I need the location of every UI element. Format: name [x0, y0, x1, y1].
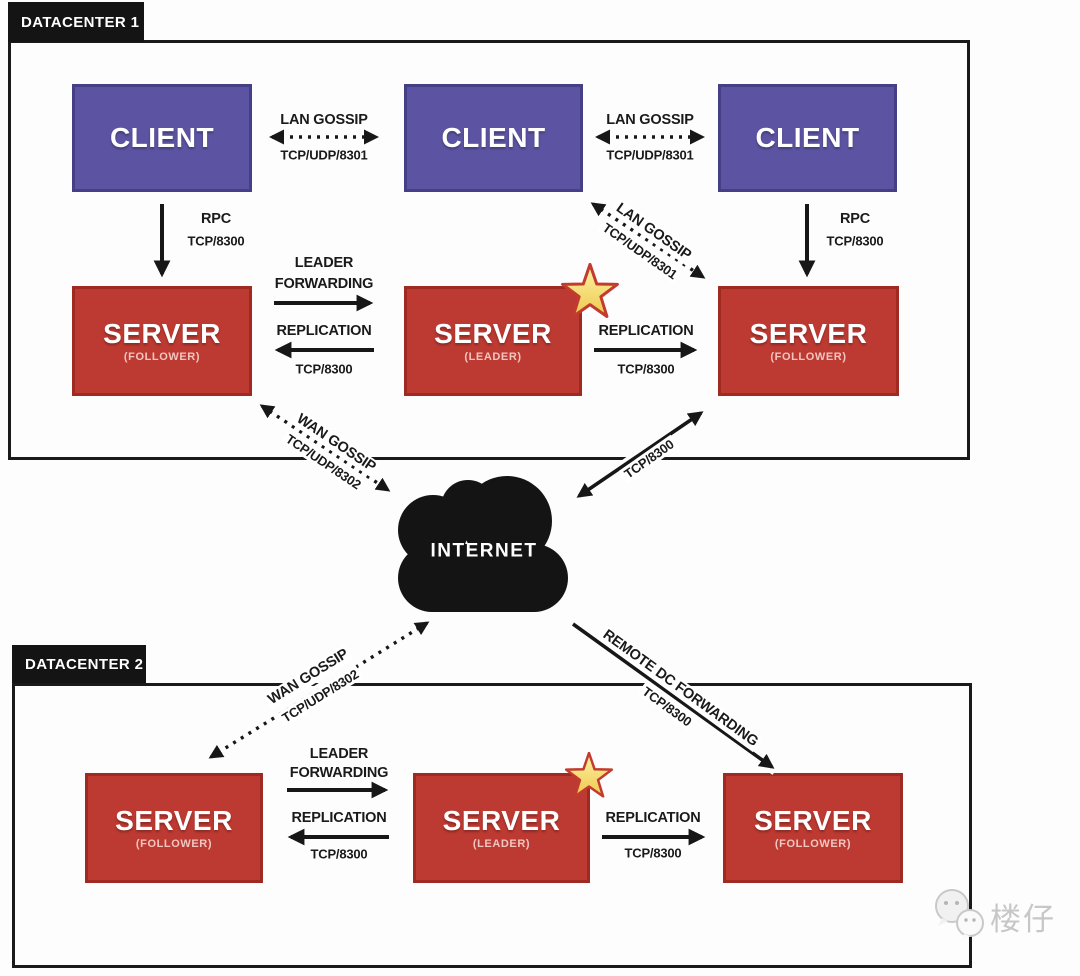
leader-forwarding-line1-dc1: LEADER	[294, 254, 354, 271]
dc1-server-leader: SERVER (LEADER)	[404, 286, 582, 396]
watermark: 楼仔	[928, 885, 1056, 947]
dc1-client-2: CLIENT	[404, 84, 583, 192]
client-title: CLIENT	[441, 122, 546, 153]
internet-label: INTERNET	[430, 540, 538, 562]
server-role: (LEADER)	[464, 350, 522, 363]
server-title: SERVER	[434, 317, 552, 349]
replication-label-dc1-left: REPLICATION	[276, 322, 372, 339]
server-title: SERVER	[442, 804, 561, 836]
leader-forwarding-line2-dc2: FORWARDING	[289, 764, 389, 781]
lan-gossip-label-1: LAN GOSSIP	[280, 111, 368, 128]
datacenter1-box	[8, 40, 970, 460]
dc1-server-follower-right: SERVER (FOLLOWER)	[718, 286, 899, 396]
server-role: (FOLLOWER)	[770, 350, 847, 363]
server-role: (FOLLOWER)	[135, 837, 213, 850]
datacenter1-label: DATACENTER 1	[21, 13, 140, 31]
rpc-label-left: RPC	[200, 210, 232, 227]
lan-gossip-port-1: TCP/UDP/8301	[280, 147, 368, 163]
dc2-server-follower-right: SERVER (FOLLOWER)	[723, 773, 903, 883]
dc1-client-3: CLIENT	[718, 84, 897, 192]
server-role: (FOLLOWER)	[123, 350, 201, 363]
dc1-client-1: CLIENT	[72, 84, 252, 192]
replication-label-dc1-right: REPLICATION	[598, 322, 694, 339]
datacenter2-box	[12, 683, 972, 968]
replication-port-dc1-right: TCP/8300	[617, 361, 675, 377]
lan-gossip-port-2: TCP/UDP/8301	[606, 147, 694, 163]
watermark-text: 楼仔	[990, 901, 1056, 937]
rpc-port-left: TCP/8300	[187, 233, 245, 249]
server-role: (FOLLOWER)	[774, 837, 852, 850]
client-title: CLIENT	[755, 122, 860, 153]
replication-label-dc2-right: REPLICATION	[605, 809, 701, 826]
leader-forwarding-line1-dc2: LEADER	[309, 745, 369, 762]
replication-port-dc1-left: TCP/8300	[295, 361, 353, 377]
datacenter2-label: DATACENTER 2	[25, 655, 144, 673]
server-title: SERVER	[115, 804, 233, 836]
server-role: (LEADER)	[472, 837, 531, 850]
server-title: SERVER	[749, 317, 868, 349]
leader-star-icon-dc1	[561, 263, 619, 318]
leader-star-icon-dc2	[564, 752, 614, 798]
rpc-port-right: TCP/8300	[826, 233, 884, 249]
dc2-server-leader: SERVER (LEADER)	[413, 773, 590, 883]
datacenter2-tab: DATACENTER 2	[12, 645, 146, 683]
lan-gossip-label-2: LAN GOSSIP	[606, 111, 694, 128]
dc2-server-follower-left: SERVER (FOLLOWER)	[85, 773, 263, 883]
rpc-label-right: RPC	[839, 210, 871, 227]
replication-port-dc2-right: TCP/8300	[624, 845, 682, 861]
server-title: SERVER	[103, 317, 221, 349]
dc1-server-follower-left: SERVER (FOLLOWER)	[72, 286, 252, 396]
server-title: SERVER	[754, 804, 872, 836]
datacenter1-tab: DATACENTER 1	[8, 2, 144, 42]
replication-label-dc2-left: REPLICATION	[291, 809, 387, 826]
wechat-bubbles-icon	[935, 889, 984, 941]
replication-port-dc2-left: TCP/8300	[310, 846, 368, 862]
client-title: CLIENT	[109, 122, 215, 153]
leader-forwarding-line2-dc1: FORWARDING	[274, 275, 374, 292]
